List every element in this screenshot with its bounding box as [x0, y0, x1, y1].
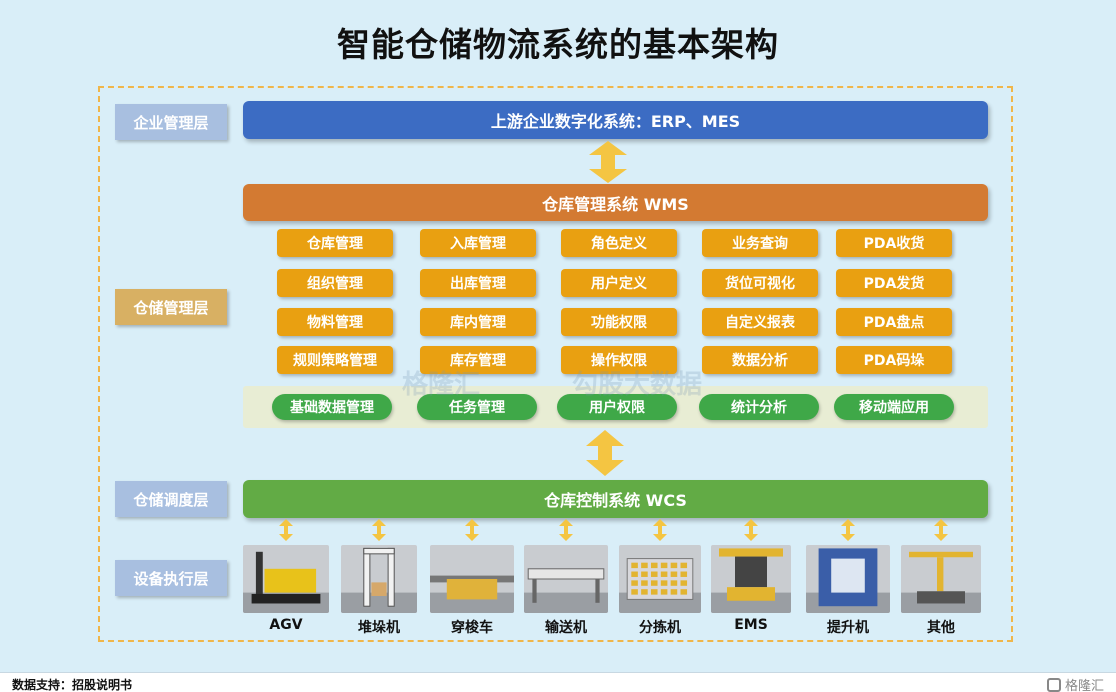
- device-label: 穿梭车: [451, 620, 493, 636]
- layer-label-warehouse-dispatch: 仓储调度层: [115, 481, 227, 517]
- robot-arm-icon: [901, 545, 981, 613]
- shuttle-car-icon: [430, 545, 514, 613]
- wms-module: PDA收货: [836, 229, 952, 257]
- small-double-arrow-icon: [934, 519, 948, 541]
- wms-module: 货位可视化: [702, 269, 818, 297]
- wms-module: 仓库管理: [277, 229, 393, 257]
- wms-module: 用户定义: [561, 269, 677, 297]
- watermark-left: 格隆汇: [402, 370, 481, 400]
- wms-module: 功能权限: [561, 308, 677, 336]
- device-label: EMS: [734, 617, 768, 633]
- device-label: 分拣机: [639, 620, 681, 636]
- wms-module: PDA盘点: [836, 308, 952, 336]
- device-label: AGV: [269, 617, 303, 633]
- architecture-frame: [98, 86, 1013, 642]
- wms-module: 物料管理: [277, 308, 393, 336]
- device-label: 堆垛机: [358, 620, 400, 636]
- wms-module: 数据分析: [702, 346, 818, 374]
- device-label: 其他: [927, 620, 955, 636]
- lifter-icon: [806, 545, 890, 613]
- wms-module: 入库管理: [420, 229, 536, 257]
- double-arrow-icon: [589, 141, 627, 183]
- watermark-right: 勾股大数据: [572, 370, 703, 400]
- device-label: 提升机: [827, 620, 869, 636]
- wms-module: 业务查询: [702, 229, 818, 257]
- wms-module: 组织管理: [277, 269, 393, 297]
- layer-label-warehouse-mgmt: 仓储管理层: [115, 289, 227, 325]
- layer-label-equipment: 设备执行层: [115, 560, 227, 596]
- wms-module: 角色定义: [561, 229, 677, 257]
- upstream-erp-bar: 上游企业数字化系统：ERP、MES: [243, 101, 988, 139]
- wms-module: 自定义报表: [702, 308, 818, 336]
- conveyor-icon: [524, 545, 608, 613]
- small-double-arrow-icon: [372, 519, 386, 541]
- brand-logo: 格隆汇: [1046, 675, 1104, 692]
- ems-icon: [711, 545, 791, 613]
- wms-module: 规则策略管理: [277, 346, 393, 374]
- source-note: 数据支持：招股说明书: [12, 678, 133, 692]
- small-double-arrow-icon: [465, 519, 479, 541]
- diagram-title: 智能仓储物流系统的基本架构: [337, 25, 779, 64]
- double-arrow-icon: [586, 430, 624, 476]
- wms-module: 出库管理: [420, 269, 536, 297]
- wcs-bar: 仓库控制系统 WCS: [243, 480, 988, 518]
- small-double-arrow-icon: [279, 519, 293, 541]
- footer: 数据支持：招股说明书 格隆汇: [0, 672, 1116, 692]
- small-double-arrow-icon: [559, 519, 573, 541]
- small-double-arrow-icon: [653, 519, 667, 541]
- base-function-pill: 任务管理: [417, 394, 537, 420]
- device-label: 输送机: [545, 620, 587, 636]
- small-double-arrow-icon: [841, 519, 855, 541]
- base-function-pill: 移动端应用: [834, 394, 954, 420]
- agv-forklift-icon: [243, 545, 329, 613]
- wms-module: PDA码垛: [836, 346, 952, 374]
- wms-module: 库存管理: [420, 346, 536, 374]
- wms-bar: 仓库管理系统 WMS: [243, 184, 988, 221]
- stacker-crane-icon: [341, 545, 417, 613]
- wms-module: 操作权限: [561, 346, 677, 374]
- small-double-arrow-icon: [744, 519, 758, 541]
- wms-module: PDA发货: [836, 269, 952, 297]
- layer-label-enterprise: 企业管理层: [115, 104, 227, 140]
- base-function-pill: 统计分析: [699, 394, 819, 420]
- wms-module: 库内管理: [420, 308, 536, 336]
- base-function-pill: 基础数据管理: [272, 394, 392, 420]
- brand-name: 格隆汇: [1064, 679, 1104, 692]
- sorter-icon: [619, 545, 701, 613]
- base-function-pill: 用户权限: [557, 394, 677, 420]
- brand-mark-icon: [1046, 677, 1061, 692]
